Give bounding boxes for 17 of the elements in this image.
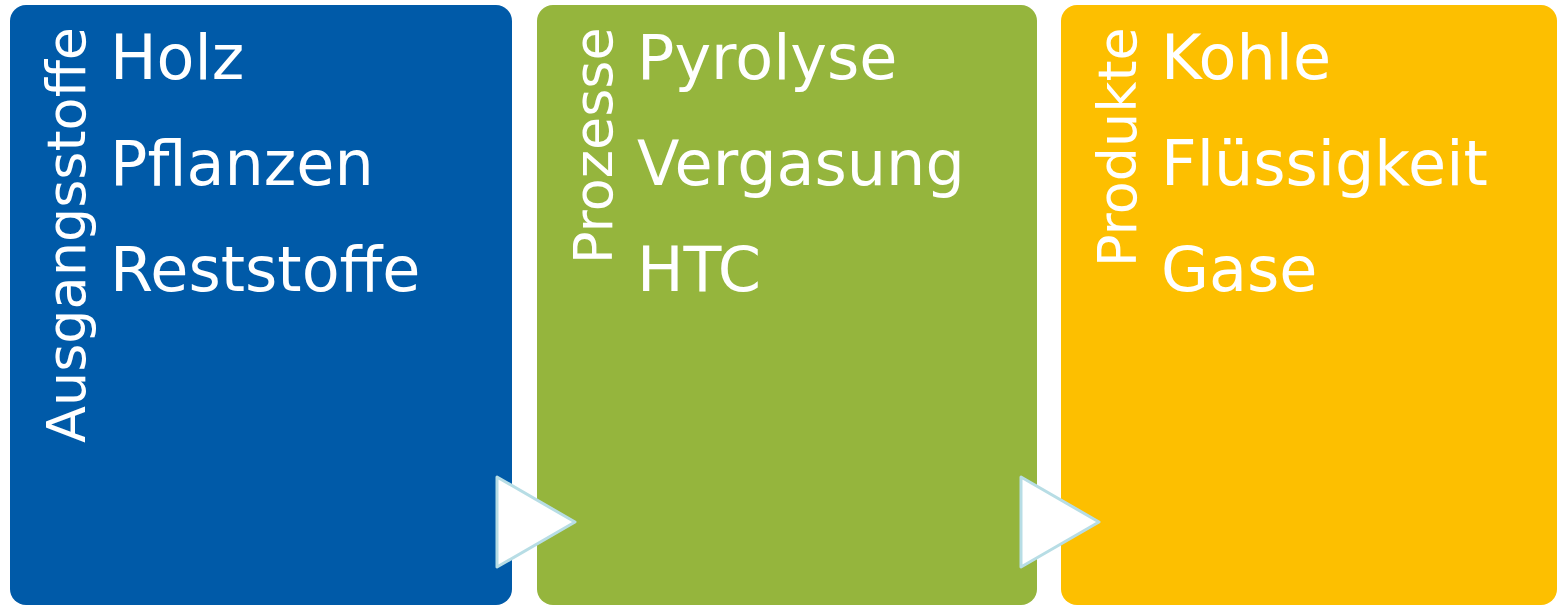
stage-heading: Prozesse — [563, 27, 625, 264]
stage-heading: Produkte — [1087, 27, 1149, 267]
stage-item: Flüssigkeit — [1161, 129, 1488, 199]
stage-item: Vergasung — [637, 129, 965, 199]
stage-panel — [537, 5, 1037, 605]
stage-item: Holz — [110, 23, 245, 93]
arrow — [495, 475, 577, 569]
stage-item: Kohle — [1161, 23, 1332, 93]
stage-item: Gase — [1161, 235, 1318, 305]
stage-panel — [1061, 5, 1557, 605]
stage-item: Reststoffe — [110, 235, 421, 305]
stage-heading: Ausgangsstoffe — [36, 26, 98, 443]
arrow — [1019, 475, 1101, 569]
stage-item: Pyrolyse — [637, 23, 898, 93]
stage-item: Pflanzen — [110, 129, 374, 199]
stage-panel — [10, 5, 512, 605]
stage-item: HTC — [637, 235, 762, 305]
